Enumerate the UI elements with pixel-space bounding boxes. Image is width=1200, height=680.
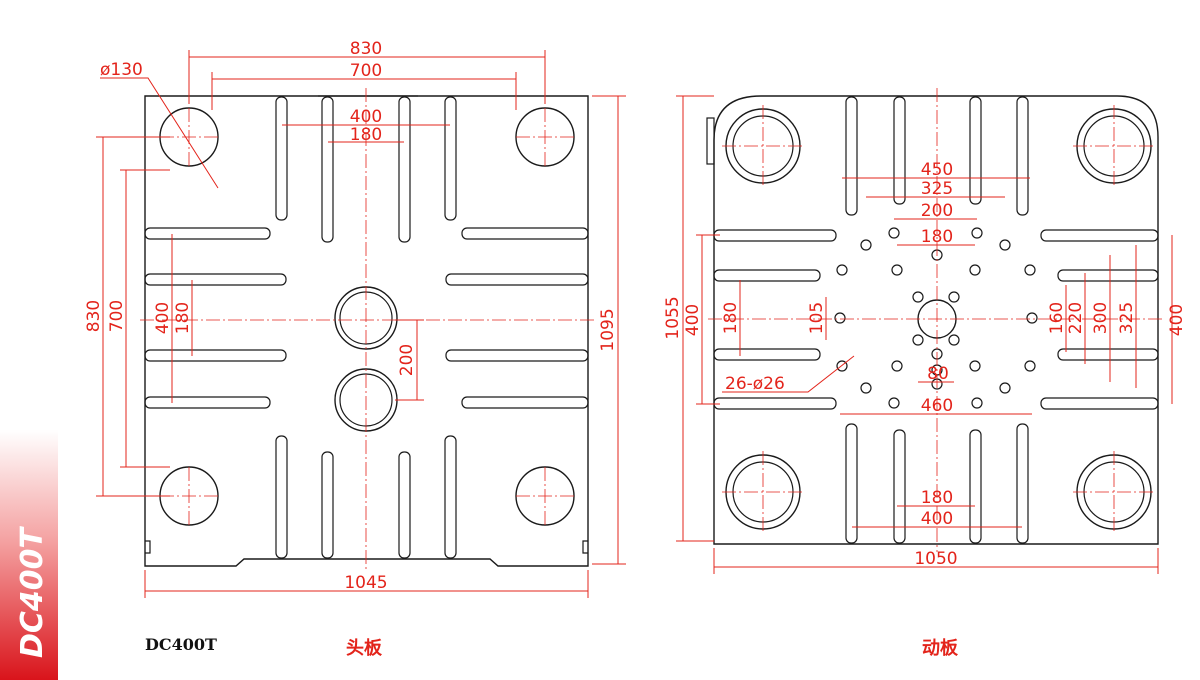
dim-fixed-top-400: 400	[350, 107, 382, 127]
dim-tiebar-diameter: ø130	[100, 60, 143, 80]
dim-moving-top-450: 450	[921, 160, 953, 180]
dim-moving-height-1055: 1055	[663, 296, 683, 339]
dim-fixed-width-1045: 1045	[344, 573, 387, 593]
fixed-platen: 830 700 400 180 ø130 830 700 400 180 200…	[84, 39, 626, 598]
dim-moving-top-180: 180	[921, 227, 953, 247]
moving-platen-caption: 动板	[922, 637, 959, 659]
dim-moving-right-160: 160	[1047, 302, 1067, 334]
vertical-t-slots	[275, 96, 457, 559]
dim-moving-bottom-400: 400	[921, 509, 953, 529]
side-tab-label: DC400T	[15, 525, 50, 658]
fixed-platen-dimensions	[96, 50, 626, 598]
dim-moving-width-1050: 1050	[914, 549, 957, 569]
dim-fixed-left-400: 400	[153, 302, 173, 334]
dim-fixed-left-180: 180	[173, 302, 193, 334]
dim-fixed-top-180: 180	[350, 125, 382, 145]
dim-fixed-height-1095: 1095	[598, 308, 618, 351]
dim-moving-80: 80	[927, 364, 949, 384]
dim-moving-left-180: 180	[721, 302, 741, 334]
fixed-platen-caption: 头板	[346, 637, 383, 659]
dim-fixed-left-830: 830	[84, 300, 104, 332]
moving-platen: 450 325 200 180 26-ø26 105 80 460 180 40…	[663, 88, 1187, 574]
moving-vertical-slots	[845, 96, 1029, 544]
dim-moving-left-400: 400	[683, 304, 703, 336]
dim-moving-top-325: 325	[921, 179, 953, 199]
moving-platen-dimensions	[676, 95, 1173, 574]
dim-moving-105: 105	[807, 302, 827, 334]
moving-platen-outline	[713, 95, 1159, 545]
model-label: DC400T	[145, 635, 217, 654]
dim-moving-right-300: 300	[1091, 302, 1111, 334]
dim-moving-460: 460	[921, 396, 953, 416]
dim-fixed-top-700: 700	[350, 61, 382, 81]
dim-fixed-left-700: 700	[107, 300, 127, 332]
horizontal-t-slots	[144, 227, 589, 409]
dim-moving-top-200: 200	[921, 201, 953, 221]
fixed-platen-outline	[144, 95, 589, 567]
dim-moving-right-400: 400	[1167, 304, 1187, 336]
side-tab: DC400T	[0, 430, 58, 680]
dim-moving-bottom-180: 180	[921, 488, 953, 508]
dim-holes-26: 26-ø26	[725, 374, 785, 394]
dim-fixed-top-830: 830	[350, 39, 382, 59]
tiebar-holes	[159, 107, 575, 526]
dim-fixed-nozzle-200: 200	[397, 344, 417, 376]
dim-moving-right-220: 220	[1066, 302, 1086, 334]
dim-moving-right-325: 325	[1117, 302, 1137, 334]
